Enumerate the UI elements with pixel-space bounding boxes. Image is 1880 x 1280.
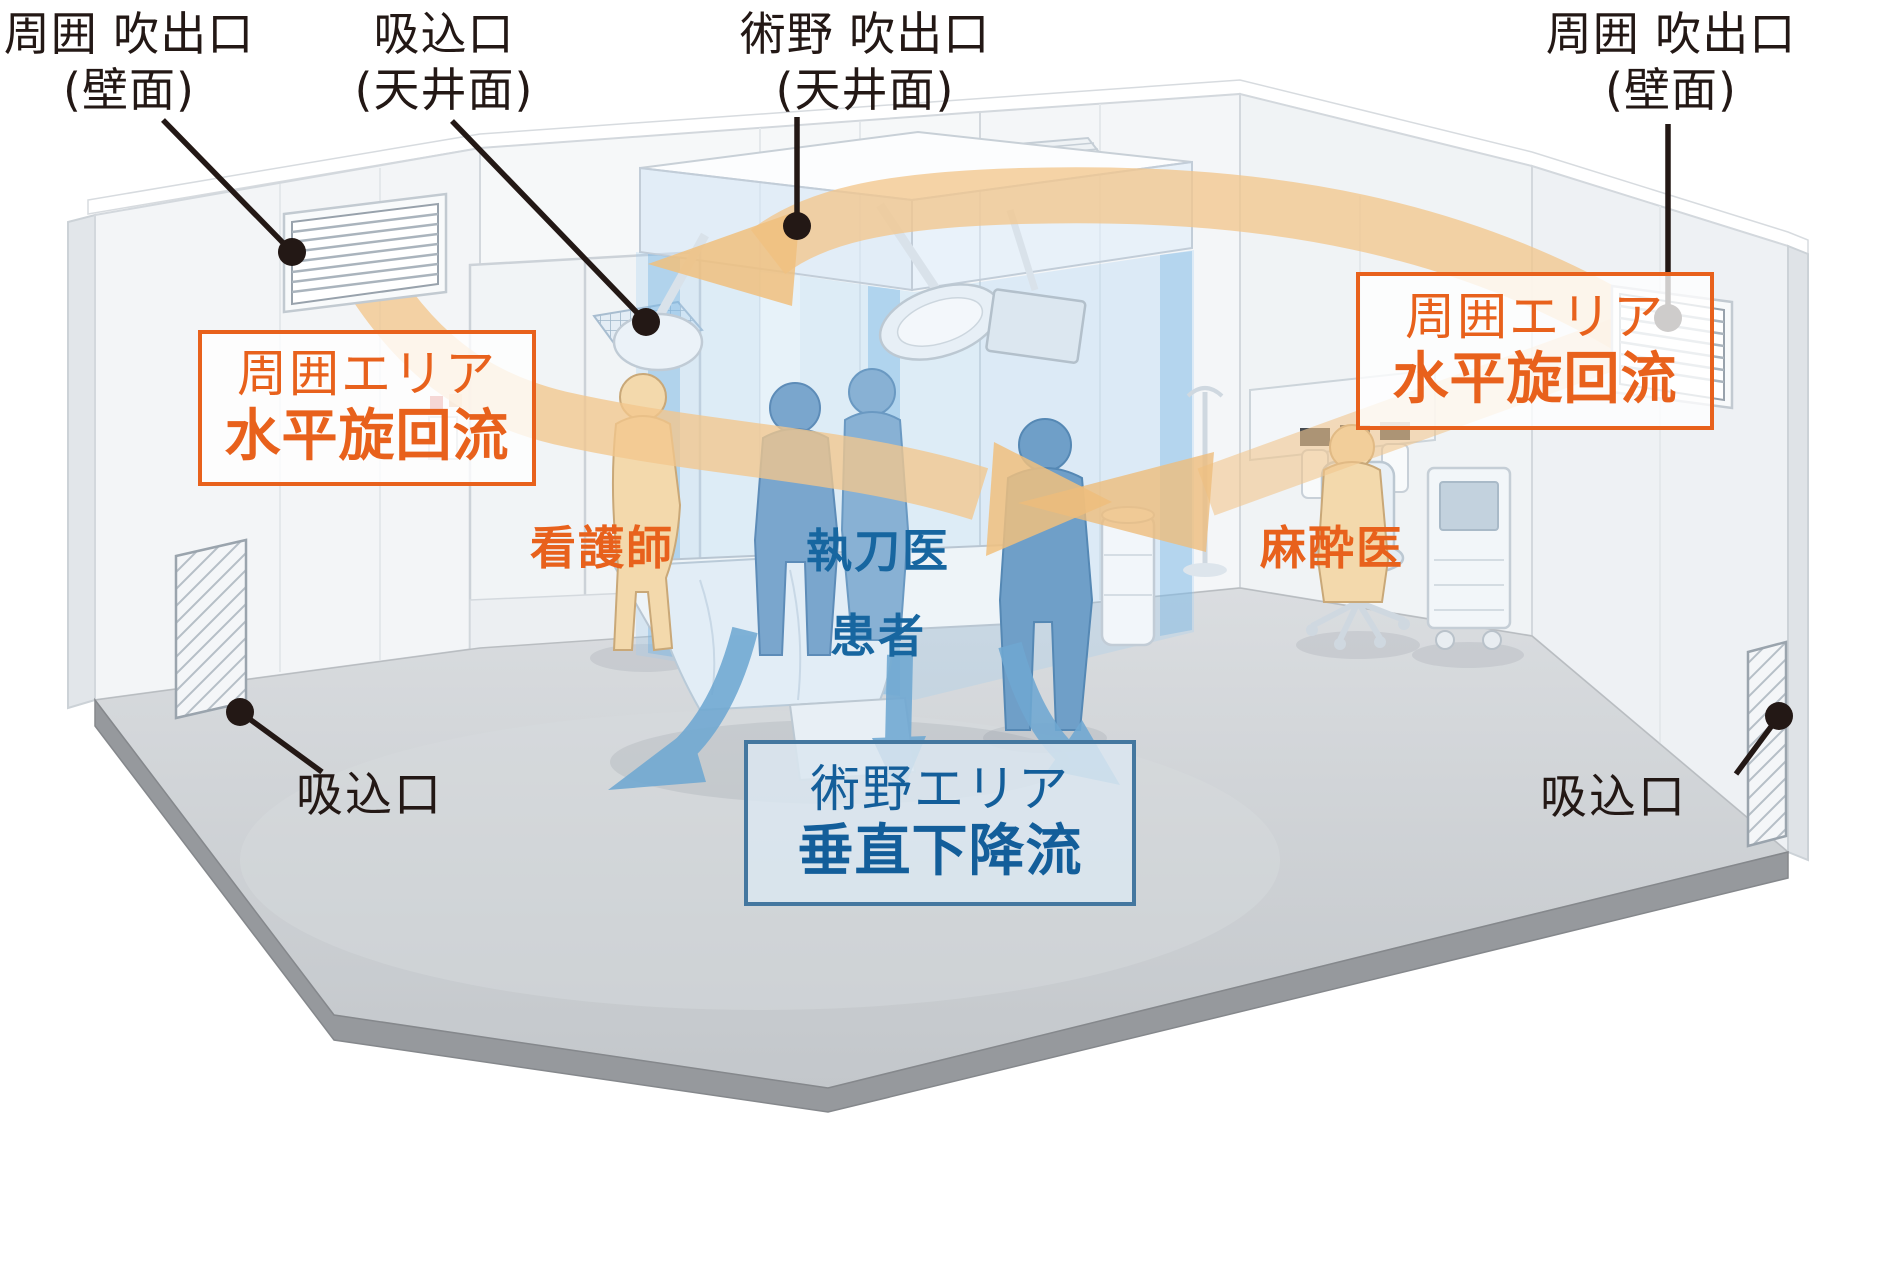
callout-line: 吸込口 [373,7,515,61]
flow-box-line: 水平旋回流 [224,404,510,470]
swirl-arrowhead-return [1018,452,1214,552]
label-bottom-left-intake: 吸込口 [296,768,443,823]
right-perimeter-flow-box: 周囲エリア 水平旋回流 [1356,272,1714,430]
right-wall-edge [1787,244,1809,862]
callout-line: (天井面) [775,63,955,118]
callout-line: (天井面) [354,63,534,118]
flow-box-line: 術野エリア [810,760,1070,819]
wall-supply-vent-top-left [282,192,448,314]
callout-top-left-wall-outlet: 周囲 吹出口 (壁面) [0,6,258,118]
flow-box-line: 垂直下降流 [797,819,1083,885]
wall-intake-vent-bottom-right [1746,640,1788,848]
leader-surgical-outlet [783,117,811,240]
label-surgeon: 執刀医 [806,524,950,578]
left-perimeter-flow-box: 周囲エリア 水平旋回流 [198,330,536,486]
monitor-tower [1426,466,1512,650]
callout-line: 周囲 吹出口 [1545,7,1797,61]
surgical-zone-flow-box: 術野エリア 垂直下降流 [744,740,1136,906]
left-wall-edge [67,213,96,710]
callout-line: 周囲 吹出口 [3,7,255,61]
leader-top-left-outlet [161,118,306,266]
swirl-arrowhead-left [648,210,800,306]
monitor [985,288,1087,364]
callout-surgical-field-outlet: 術野 吹出口 (天井面) [695,6,1035,118]
leader-bottom-left-intake [226,698,324,775]
callout-line: (壁面) [63,63,195,118]
label-patient: 患者 [830,609,926,663]
flow-box-line: 周囲エリア [1405,288,1665,347]
label-bottom-right-intake: 吸込口 [1540,770,1687,825]
floor-side [94,697,1789,1113]
flow-box-line: 周囲エリア [237,345,497,404]
wall-intake-vent-bottom-left [174,538,248,720]
leader-bottom-right-intake [1733,702,1793,776]
callout-line: (壁面) [1605,63,1737,118]
callout-top-right-wall-outlet: 周囲 吹出口 (壁面) [1528,6,1814,118]
callout-ceiling-intake: 吸込口 (天井面) [330,6,558,118]
leader-ceiling-intake [450,119,660,336]
label-anesthesiologist: 麻酔医 [1260,521,1404,575]
callout-line: 術野 吹出口 [739,7,991,61]
flow-box-line: 水平旋回流 [1392,347,1678,413]
label-nurse: 看護師 [530,521,674,575]
